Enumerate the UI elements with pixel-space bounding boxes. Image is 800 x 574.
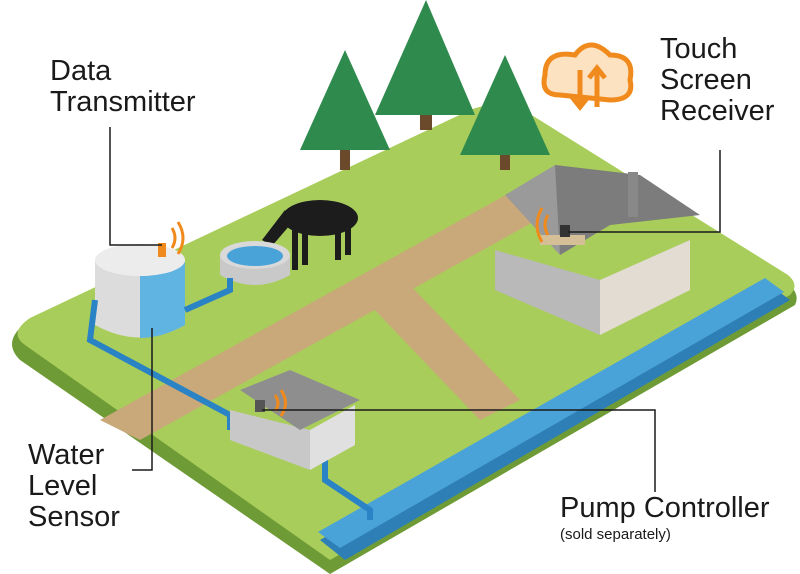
label-line: Transmitter [50, 86, 196, 118]
dirt-road [100, 165, 600, 440]
cow-icon [262, 200, 358, 270]
label-line: Screen [660, 64, 752, 96]
river [318, 278, 790, 560]
cloud-sync-icon [541, 42, 634, 112]
label-line: Sensor [28, 501, 120, 533]
pump-controller-note: (sold separately) [560, 526, 671, 543]
label-line: Touch [660, 33, 738, 65]
label-line: Data [50, 55, 112, 87]
water-level-sensor-label: Water Level Sensor [28, 440, 120, 533]
tree-icon [300, 0, 550, 170]
water-trough-icon [220, 241, 290, 285]
label-line: Level [28, 470, 98, 502]
leader-lines [109, 127, 721, 492]
pump-controller-label: Pump Controller [560, 492, 770, 524]
signal-waves-icon [170, 207, 550, 417]
water-tank-icon [95, 243, 185, 338]
label-line: Receiver [660, 95, 775, 127]
label-line: Water [28, 439, 105, 471]
pump-house-icon [230, 370, 360, 470]
data-transmitter-label: Data Transmitter [50, 56, 196, 118]
touch-screen-receiver-label: Touch Screen Receiver [660, 34, 774, 127]
